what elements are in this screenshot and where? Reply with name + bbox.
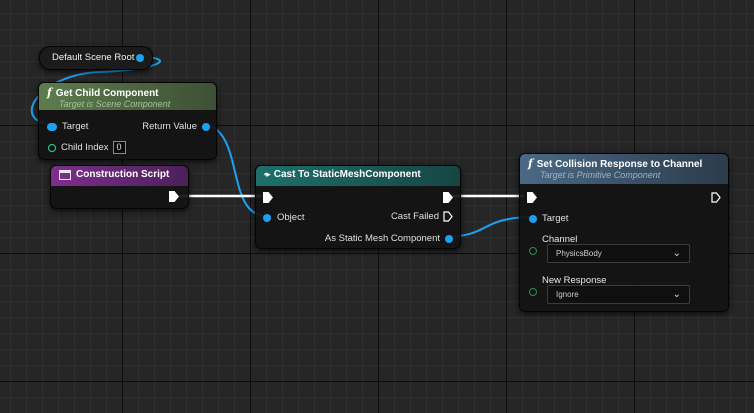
cast-object-row: Object [263,212,304,223]
channel-pin[interactable] [529,247,537,255]
cast-to-static-mesh-node[interactable]: ▪▸ Cast To StaticMeshComponent Object Ca… [255,165,461,249]
default-scene-root-label: Default Scene Root [52,52,135,63]
set-collision-subtitle: Target is Primitive Component [540,170,661,180]
get-child-child-index-row: Child Index 0 [48,141,126,154]
new-response-dropdown[interactable]: Ignore ⌄ [547,285,690,304]
function-icon-collision: f [528,157,533,170]
child-index-input[interactable]: 0 [112,141,126,154]
default-scene-root-node[interactable]: Default Scene Root [39,46,153,70]
get-child-target-row: Target [47,121,88,132]
cast-exec-out-pin[interactable] [443,192,453,203]
new-response-pin[interactable] [529,288,537,296]
get-child-return-value-row: Return Value [142,121,210,132]
cast-as-static-mesh-label: As Static Mesh Component [324,233,440,244]
get-child-child-index-pin[interactable] [48,143,56,152]
set-collision-target-row: Target [529,213,568,224]
function-icon: f [47,86,52,99]
cast-object-label: Object [277,212,305,223]
cast-header: ▪▸ Cast To StaticMeshComponent [256,166,460,186]
cast-as-static-mesh-pin[interactable] [445,234,453,243]
channel-dropdown[interactable]: PhysicsBody ⌄ [547,244,690,263]
cast-exec-in-pin[interactable] [263,192,273,203]
construction-script-node[interactable]: Construction Script [50,165,189,209]
set-collision-exec-out-pin[interactable] [711,192,721,203]
cast-failed-label: Cast Failed [390,211,439,222]
get-child-component-title: Get Child Component [55,88,159,99]
construction-script-exec-out-pin[interactable] [169,191,179,202]
get-child-component-subtitle: Target is Scene Component [59,99,171,109]
get-child-target-pin[interactable] [47,122,57,131]
get-child-child-index-label: Child Index [61,142,109,153]
set-collision-target-pin[interactable] [529,214,537,223]
default-scene-root-output-pin[interactable] [136,54,144,62]
cast-title: Cast To StaticMeshComponent [273,169,421,180]
construction-script-header: Construction Script [51,166,188,186]
chevron-down-icon: ⌄ [672,248,681,259]
get-child-return-value-label: Return Value [142,121,197,132]
script-icon [59,169,71,180]
get-child-target-label: Target [62,121,89,132]
exec-arrow-icon: ▪▸ [264,169,271,179]
cast-failed-row: Cast Failed [391,211,453,222]
chevron-down-icon: ⌄ [672,289,681,300]
cast-object-pin[interactable] [263,213,271,222]
construction-script-title: Construction Script [76,169,170,180]
set-collision-title: Set Collision Response to Channel [536,159,703,170]
cast-failed-exec-pin[interactable] [443,211,453,222]
new-response-dropdown-value: Ignore [556,290,579,299]
channel-label: Channel [542,234,578,245]
set-collision-target-label: Target [542,213,569,224]
new-response-label: New Response [542,275,607,286]
get-child-return-value-pin[interactable] [202,122,210,131]
set-collision-exec-in-pin[interactable] [527,192,537,203]
cast-as-static-mesh-row: As Static Mesh Component [325,233,453,244]
channel-dropdown-value: PhysicsBody [556,249,602,258]
